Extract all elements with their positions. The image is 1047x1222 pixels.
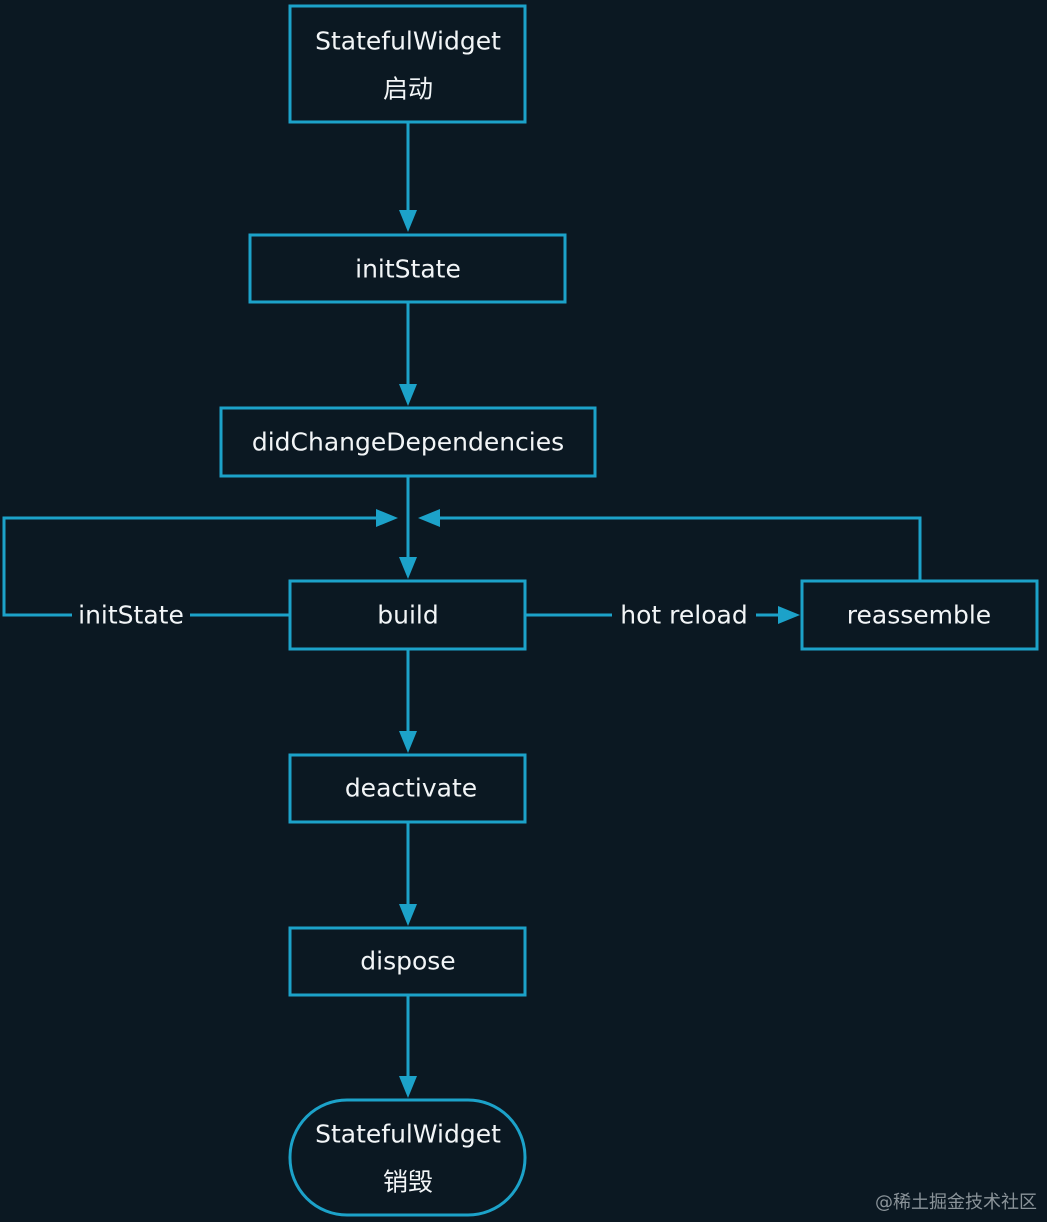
node-initstate-label: initState <box>355 255 461 284</box>
node-reassemble-label: reassemble <box>847 601 991 630</box>
edge-label-hot-reload: hot reload <box>620 601 747 630</box>
arrow-head-icon <box>778 606 800 624</box>
edge-reassemble-loop-back <box>436 516 922 580</box>
arrow-head-icon <box>418 509 440 527</box>
edge-labels: initState hot reload <box>72 598 756 632</box>
node-end: StatefulWidget 销毁 <box>288 1098 527 1217</box>
node-build-box <box>288 579 527 651</box>
node-reassemble-box <box>800 579 1039 651</box>
node-end-box <box>288 1098 527 1217</box>
node-start: StatefulWidget 启动 <box>288 4 527 124</box>
node-dispose-label: dispose <box>360 947 455 976</box>
arrow-head-icon <box>376 509 398 527</box>
node-didchangedependencies-box <box>219 406 597 478</box>
node-didchangedependencies: didChangeDependencies <box>219 406 597 478</box>
node-dispose-box <box>288 926 527 997</box>
arrow-head-icon <box>399 384 417 406</box>
node-reassemble: reassemble <box>800 579 1039 651</box>
node-initstate: initState <box>248 233 567 304</box>
arrow-head-icon <box>399 210 417 232</box>
edge-label-bg <box>612 598 756 632</box>
node-end-label-line2: 销毁 <box>383 1168 433 1197</box>
node-start-box <box>288 4 527 124</box>
arrow-head-icon <box>399 557 417 579</box>
arrow-head-icon <box>399 904 417 926</box>
node-start-label-line2: 启动 <box>383 75 433 104</box>
node-build: build <box>288 579 527 651</box>
node-deactivate-label: deactivate <box>345 774 477 803</box>
edge-label-initstate: initState <box>78 601 184 630</box>
node-end-label-line1: StatefulWidget <box>315 1120 501 1149</box>
node-build-label: build <box>377 601 438 630</box>
node-deactivate: deactivate <box>288 753 527 824</box>
node-start-label-line1: StatefulWidget <box>315 27 501 56</box>
arrow-head-icon <box>399 731 417 753</box>
node-didchangedependencies-label: didChangeDependencies <box>252 428 564 457</box>
node-dispose: dispose <box>288 926 527 997</box>
arrow-head-icon <box>399 1076 417 1098</box>
watermark: @稀土掘金技术社区 <box>875 1192 1037 1213</box>
edge-label-bg <box>72 598 190 632</box>
node-deactivate-box <box>288 753 527 824</box>
node-initstate-box <box>248 233 567 304</box>
